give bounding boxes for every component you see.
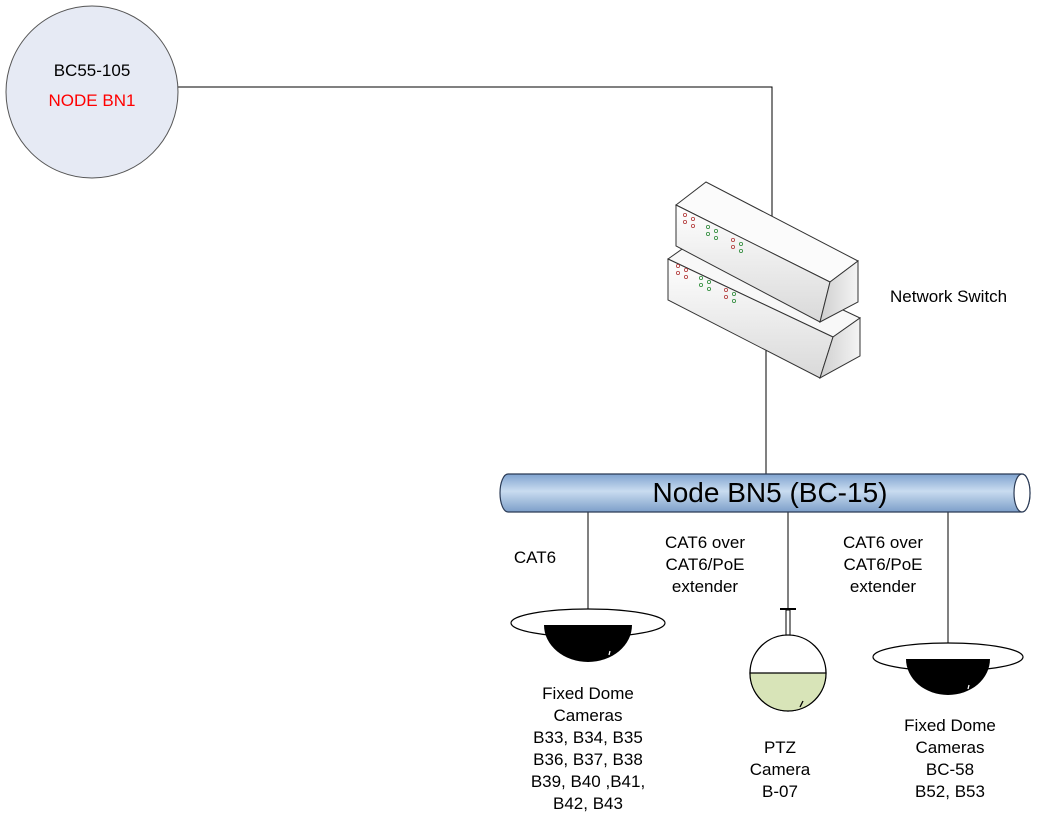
left-camera-line-4: B36, B37, B38 xyxy=(533,750,643,769)
left-link-line-1: CAT6 xyxy=(513,548,557,567)
right-link-line-3: extender xyxy=(849,577,917,596)
fixed-dome-camera-icon xyxy=(510,608,666,662)
right-link-line-1: CAT6 over xyxy=(843,533,923,552)
middle-link-line-1: CAT6 over xyxy=(665,533,745,552)
node-bn1-circle xyxy=(5,5,179,179)
left-camera-line-3: B33, B34, B35 xyxy=(533,728,643,747)
middle-link-line-3: extender xyxy=(671,577,739,596)
middle-link-line-2: CAT6/PoE xyxy=(665,555,745,574)
right-camera-line-3: BC-58 xyxy=(925,760,975,779)
middle-link-label: CAT6 over CAT6/PoE extender xyxy=(655,532,755,598)
left-link-label: CAT6 xyxy=(500,547,570,569)
left-camera-label: Fixed Dome Cameras B33, B34, B35 B36, B3… xyxy=(508,683,668,815)
right-link-line-2: CAT6/PoE xyxy=(843,555,923,574)
left-camera-line-6: B42, B43 xyxy=(553,794,623,813)
middle-camera-line-3: B-07 xyxy=(762,782,798,801)
switch-status-leds xyxy=(676,212,744,303)
node-bn1-name: NODE BN1 xyxy=(48,91,136,110)
right-camera-line-2: Cameras xyxy=(915,738,985,757)
right-link-label: CAT6 over CAT6/PoE extender xyxy=(833,532,933,598)
connection-lines xyxy=(178,86,949,650)
left-camera-line-5: B39, B40 ,B41, xyxy=(530,772,646,791)
node-bn1-label: BC55-105 NODE BN1 xyxy=(22,60,162,112)
uplink-line xyxy=(178,86,773,222)
right-camera-label: Fixed Dome Cameras BC-58 B52, B53 xyxy=(890,715,1010,803)
middle-camera-label: PTZ Camera B-07 xyxy=(730,737,830,803)
ptz-camera-icon xyxy=(749,608,827,712)
right-camera-line-4: B52, B53 xyxy=(915,782,985,801)
network-switch-label: Network Switch xyxy=(890,287,1008,306)
backbone-label: Node BN5 (BC-15) xyxy=(652,477,888,508)
left-camera-line-2: Cameras xyxy=(553,706,623,725)
network-switch-icon xyxy=(667,181,861,380)
fixed-dome-camera-icon xyxy=(872,642,1024,695)
middle-camera-line-2: Camera xyxy=(749,760,811,779)
node-bn1-id: BC55-105 xyxy=(53,61,131,80)
backbone-tube xyxy=(499,473,1031,513)
left-camera-line-1: Fixed Dome xyxy=(542,684,634,703)
middle-camera-line-1: PTZ xyxy=(763,738,797,757)
right-camera-line-1: Fixed Dome xyxy=(904,716,996,735)
